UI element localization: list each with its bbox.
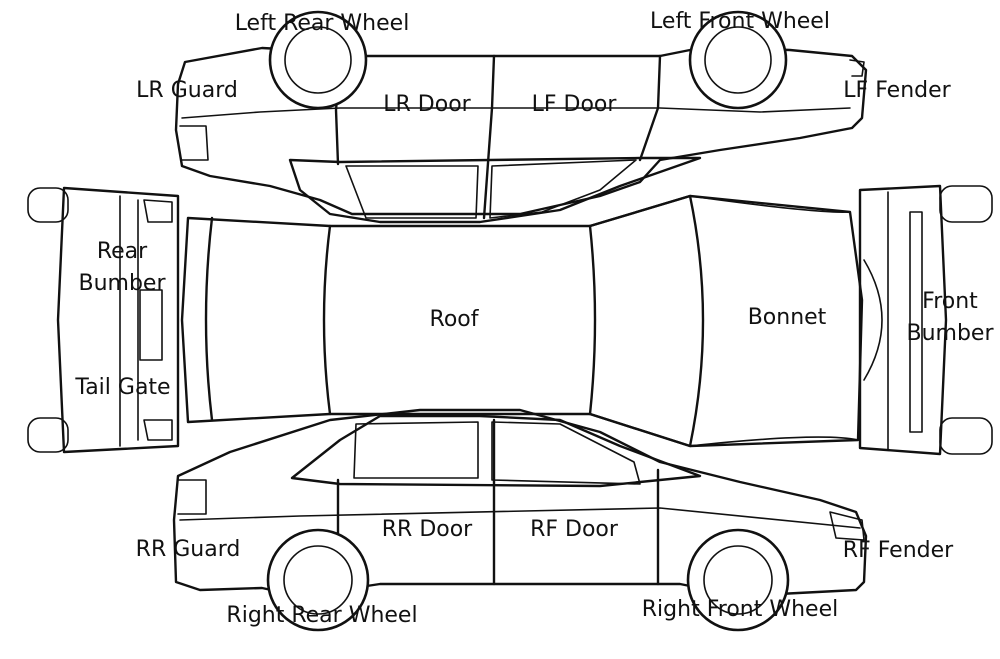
right-side-body-outline (172, 408, 868, 598)
top-view-bonnet-edge (689, 195, 859, 447)
label-rear-bumber-line1: Rear (96, 239, 148, 264)
left-front-wheel-rim (704, 26, 772, 94)
label-lf-fender[interactable]: LF Fender (843, 78, 951, 103)
left-rear-window (345, 165, 479, 219)
left-side-body-outline (174, 46, 868, 216)
right-side-belt-line (179, 507, 861, 529)
rear-end-view (27, 186, 180, 454)
top-view-windshield (588, 194, 705, 448)
top-view (180, 194, 864, 448)
label-rf-door[interactable]: RF Door (530, 517, 618, 542)
right-door-seams (336, 418, 660, 586)
left-door-seams (334, 54, 662, 220)
left-front-lamp (849, 59, 865, 77)
front-bumper-inner (887, 191, 923, 451)
left-rear-wheel-tire (268, 10, 368, 110)
front-end-view (858, 184, 993, 456)
rear-lamp-bottom (143, 419, 173, 441)
right-front-wheel-rim (703, 545, 773, 615)
label-right-rear-wheel[interactable]: Right Rear Wheel (226, 603, 418, 628)
label-lr-guard[interactable]: LR Guard (136, 78, 238, 103)
top-view-roof-panel (322, 224, 597, 416)
label-rr-door[interactable]: RR Door (381, 517, 473, 542)
left-front-wheel-tire (688, 10, 788, 110)
left-rear-lamp (179, 125, 209, 161)
rear-right-tire-stub (27, 417, 69, 453)
left-rear-wheel-rim (284, 26, 352, 94)
rear-bumper-inner (119, 195, 139, 447)
label-left-front-wheel[interactable]: Left Front Wheel (650, 9, 830, 34)
rear-lamp-top (143, 199, 173, 223)
right-rear-wheel-tire (266, 528, 370, 632)
right-rear-lamp (177, 479, 207, 515)
right-front-window (491, 421, 641, 485)
top-view-rear-deck (204, 216, 214, 422)
label-rf-fender[interactable]: RF Fender (842, 538, 954, 563)
left-front-window (489, 159, 637, 219)
label-right-front-wheel[interactable]: Right Front Wheel (641, 597, 839, 622)
front-grille (863, 259, 883, 381)
front-right-tire-stub (939, 417, 993, 455)
label-rr-guard[interactable]: RR Guard (135, 537, 241, 562)
front-bumper-outline (858, 184, 948, 456)
label-front-bumber[interactable]: Front Bumber (906, 286, 993, 350)
label-rear-bumber-line2: Bumber (78, 271, 166, 296)
label-tail-gate[interactable]: Tail Gate (75, 375, 171, 400)
right-front-wheel-tire (686, 528, 790, 632)
right-rear-window (353, 421, 479, 479)
label-roof[interactable]: Roof (429, 307, 479, 332)
left-side-belt-line (181, 107, 851, 119)
label-front-bumber-line1: Front (922, 289, 978, 314)
right-rear-wheel-rim (283, 545, 353, 615)
front-left-tire-stub (939, 185, 993, 223)
rear-left-tire-stub (27, 187, 69, 223)
label-rear-bumber[interactable]: Rear Bumber (78, 236, 165, 300)
label-left-rear-wheel[interactable]: Left Rear Wheel (234, 11, 410, 36)
label-lr-door[interactable]: LR Door (383, 92, 471, 117)
left-side-view (174, 10, 868, 224)
right-front-lamp (829, 511, 865, 541)
label-bonnet[interactable]: Bonnet (747, 305, 827, 330)
rear-bumper-outline (56, 186, 180, 454)
label-front-bumber-line2: Bumber (906, 321, 994, 346)
right-side-greenhouse (290, 414, 702, 488)
label-lf-door[interactable]: LF Door (531, 92, 617, 117)
rear-plate-recess (139, 289, 163, 361)
right-side-view (172, 408, 868, 632)
left-side-greenhouse (288, 156, 702, 224)
